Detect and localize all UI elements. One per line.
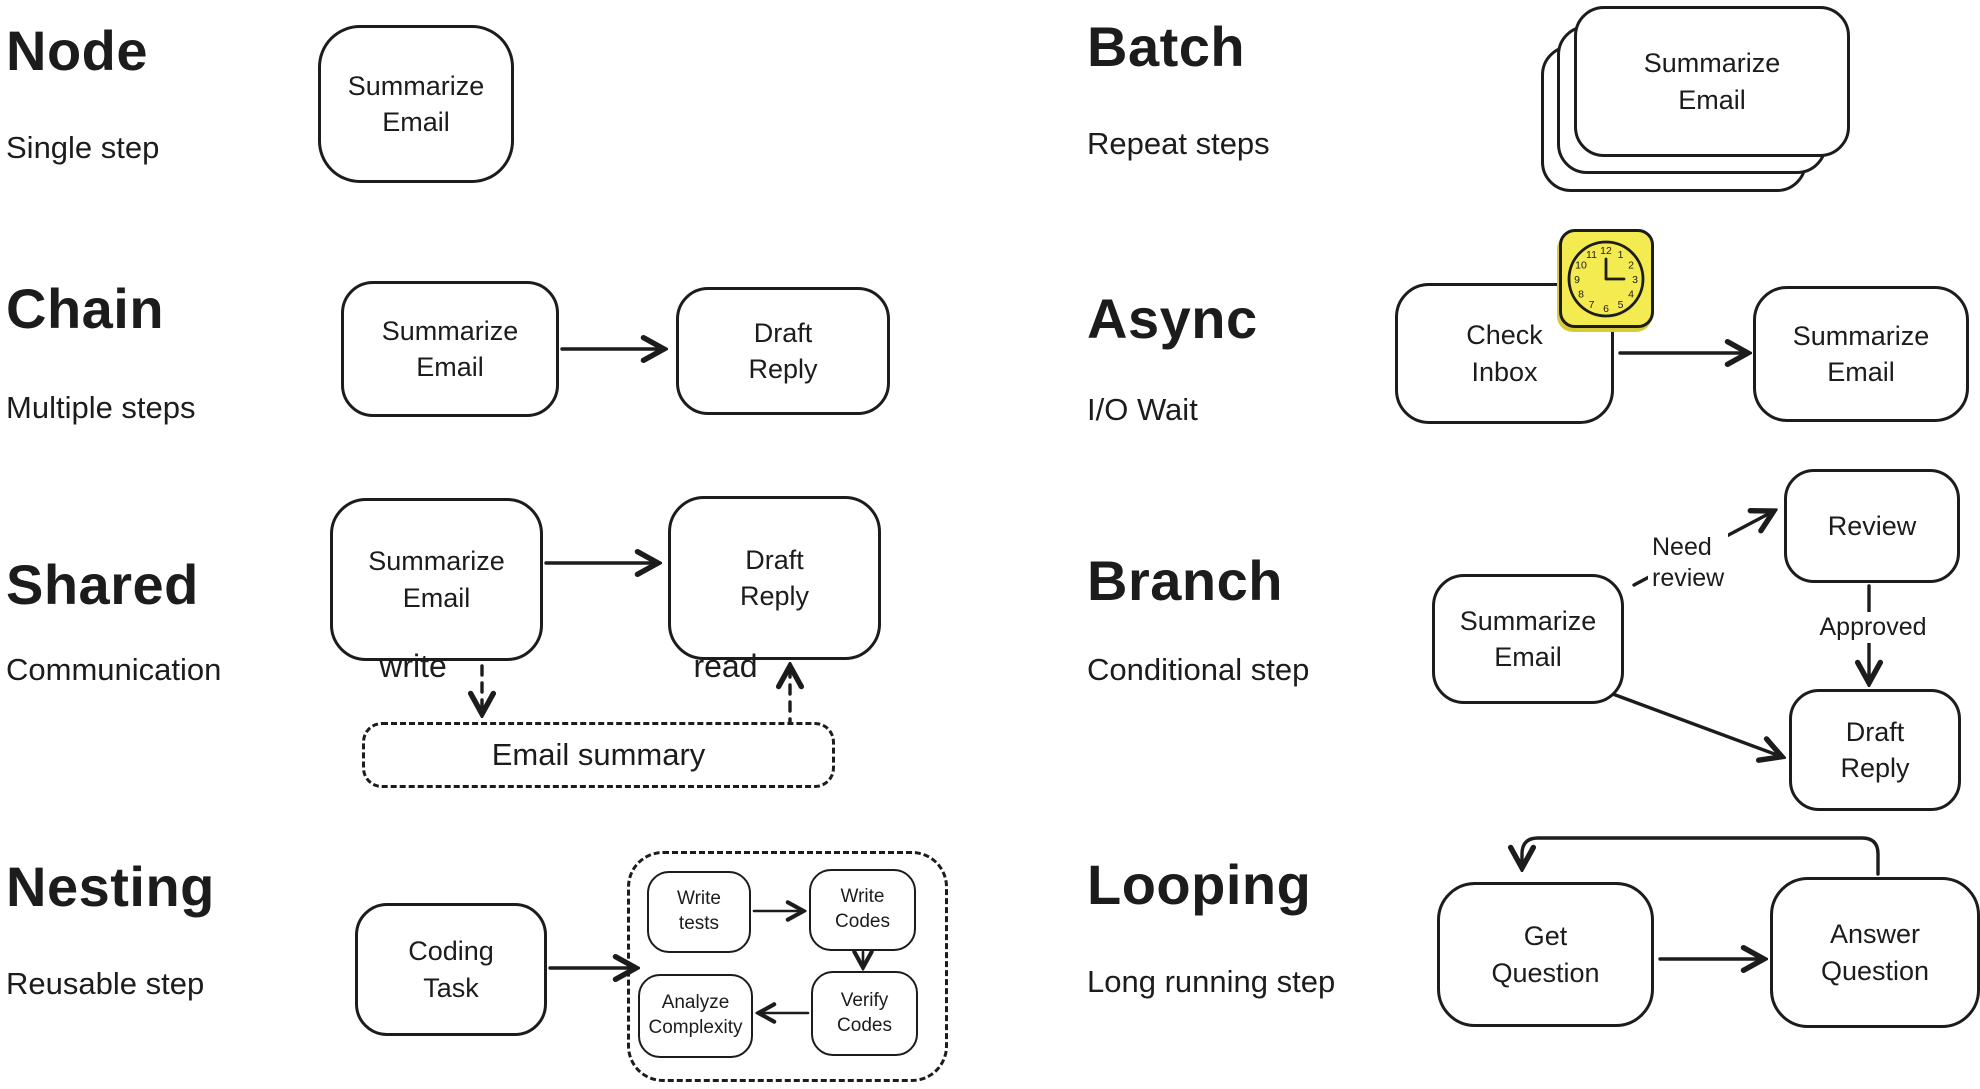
section-title-looping: Looping (1087, 853, 1312, 916)
need-review-label: Need review (1648, 532, 1729, 595)
box-label: Analyze Complexity (648, 992, 743, 1038)
svg-text:8: 8 (1578, 289, 1584, 301)
section-title-branch: Branch (1087, 549, 1283, 612)
section-subtitle-looping: Long running step (1087, 964, 1336, 999)
box-label: Get Question (1491, 921, 1600, 988)
svg-text:10: 10 (1575, 260, 1587, 272)
node-box-summarize-email: Summarize Email (318, 25, 514, 183)
shared-box-summarize-email: Summarize Email (330, 498, 543, 661)
box-label: Summarize Email (368, 546, 505, 613)
arrow-branch-to-draft (1600, 688, 1780, 756)
nesting-container (627, 851, 948, 1082)
chain-box-summarize-email: Summarize Email (341, 281, 559, 417)
nesting-box-analyze-complexity: Analyze Complexity (638, 974, 753, 1058)
box-label: Summarize Email (1459, 605, 1597, 672)
read-label: read (693, 648, 758, 684)
looping-box-get-question: Get Question (1437, 882, 1654, 1027)
section-subtitle-async: I/O Wait (1087, 392, 1198, 427)
box-label: Review (1827, 510, 1917, 541)
section-title-node: Node (6, 19, 148, 82)
svg-text:6: 6 (1603, 303, 1609, 315)
shared-store-email-summary: Email summary (362, 722, 835, 788)
section-title-chain: Chain (6, 277, 165, 340)
box-label: Summarize Email (1792, 320, 1930, 387)
svg-text:2: 2 (1628, 260, 1634, 272)
section-title-shared: Shared (6, 553, 199, 616)
branch-box-review: Review (1784, 469, 1960, 583)
looping-box-answer-question: Answer Question (1770, 877, 1980, 1028)
svg-text:12: 12 (1600, 245, 1612, 257)
nesting-box-verify-codes: Verify Codes (811, 971, 918, 1056)
svg-text:9: 9 (1574, 274, 1580, 286)
section-subtitle-shared: Communication (6, 652, 222, 687)
box-label: Write tests (677, 888, 721, 934)
section-subtitle-chain: Multiple steps (6, 390, 196, 425)
async-box-check-inbox: Check Inbox (1395, 283, 1614, 424)
svg-text:4: 4 (1628, 289, 1634, 301)
section-title-async: Async (1087, 287, 1258, 350)
section-subtitle-batch: Repeat steps (1087, 126, 1270, 161)
section-title-nesting: Nesting (6, 855, 215, 918)
section-subtitle-nesting: Reusable step (6, 966, 205, 1001)
box-label: Check Inbox (1466, 320, 1543, 387)
branch-box-draft-reply: Draft Reply (1789, 689, 1961, 811)
section-subtitle-node: Single step (6, 130, 160, 165)
section-title-batch: Batch (1087, 15, 1246, 78)
box-label: Draft Reply (739, 544, 810, 611)
box-label: Email summary (491, 737, 706, 773)
box-label: Answer Question (1820, 919, 1930, 986)
box-label: Draft Reply (748, 317, 818, 384)
shared-box-draft-reply: Draft Reply (668, 496, 881, 660)
branch-box-summarize-email: Summarize Email (1432, 574, 1624, 704)
box-label: Coding Task (408, 936, 494, 1003)
approved-label: Approved (1812, 612, 1934, 644)
section-subtitle-branch: Conditional step (1087, 652, 1310, 687)
svg-text:3: 3 (1632, 274, 1638, 286)
box-label: Write Codes (835, 886, 890, 932)
box-label: Summarize Email (347, 70, 485, 137)
nesting-box-write-tests: Write tests (647, 871, 751, 953)
write-label: write (379, 648, 447, 684)
async-box-summarize-email: Summarize Email (1753, 286, 1969, 422)
nesting-box-write-codes: Write Codes (809, 869, 916, 951)
box-label: Summarize Email (381, 315, 519, 382)
box-label: Summarize Email (1643, 48, 1781, 115)
svg-text:1: 1 (1618, 249, 1624, 261)
nesting-box-coding-task: Coding Task (355, 903, 547, 1036)
svg-text:7: 7 (1589, 299, 1595, 311)
svg-text:5: 5 (1618, 299, 1624, 311)
clock-icon: 12 1 2 3 4 5 6 7 8 9 10 11 (1559, 229, 1654, 328)
box-label: Verify Codes (837, 989, 892, 1036)
chain-box-draft-reply: Draft Reply (676, 287, 890, 415)
batch-box-summarize-email: Summarize Email (1574, 6, 1850, 157)
box-label: Draft Reply (1840, 716, 1910, 783)
arrow-looping-back (1522, 836, 1880, 876)
svg-text:11: 11 (1586, 249, 1597, 261)
